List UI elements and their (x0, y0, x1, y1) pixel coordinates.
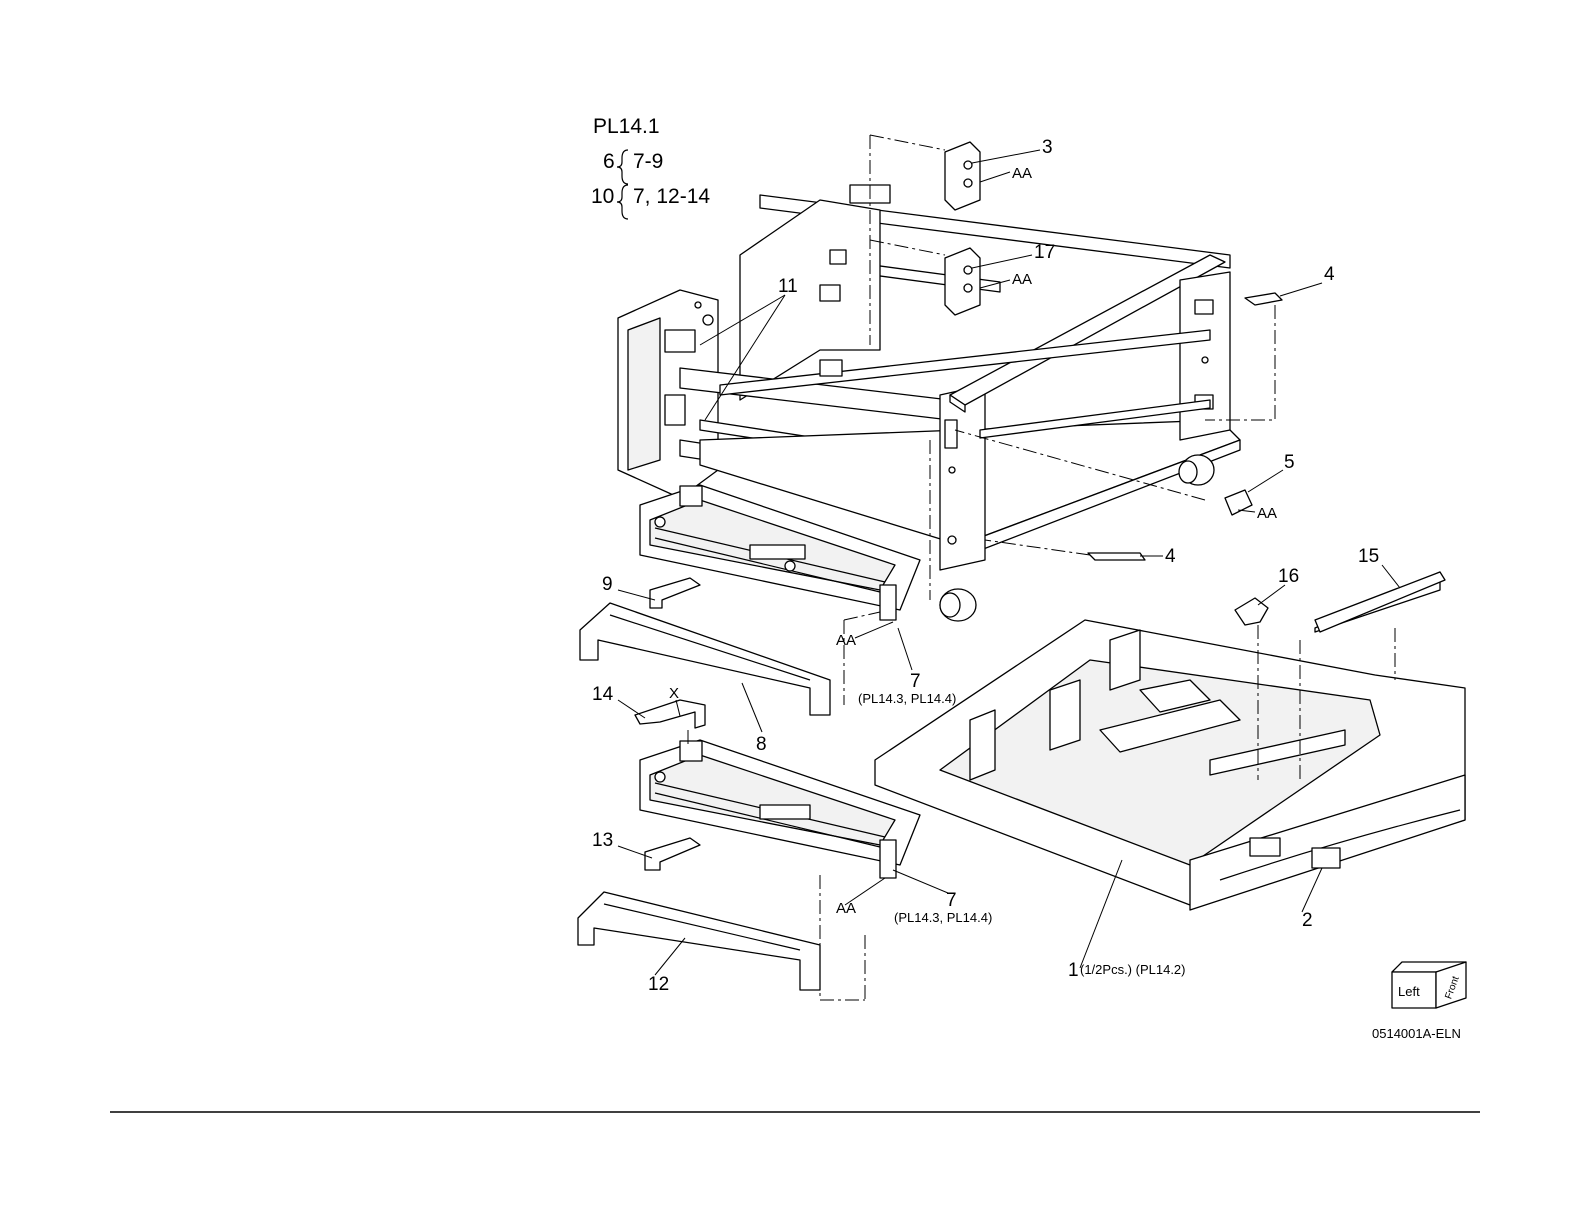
bracket-13 (645, 838, 700, 870)
kit-parent: 6 (603, 150, 615, 173)
connector-label-aa: AA (1012, 165, 1032, 182)
bracket-14 (635, 700, 705, 728)
callout-4-bottom: 4 (1165, 546, 1176, 567)
bracket-4-top (1245, 293, 1282, 305)
cover-8 (580, 603, 830, 715)
connector-label-aa: AA (1012, 271, 1032, 288)
callout-1-note: (1/2Pcs.) (PL14.2) (1080, 962, 1186, 977)
connector-label-aa: AA (1257, 505, 1277, 522)
callout-16: 16 (1278, 566, 1299, 587)
bracket-9 (650, 578, 700, 608)
callout-12: 12 (648, 974, 669, 995)
callout-8: 8 (756, 734, 767, 755)
caster (940, 589, 976, 621)
kit-children: 7, 12-14 (633, 185, 710, 208)
callout-7-upper: 7 (910, 671, 921, 692)
callout-13: 13 (592, 830, 613, 851)
figure-id: 0514001A-ELN (1372, 1026, 1461, 1041)
callout-4-top: 4 (1324, 264, 1335, 285)
callout-2: 2 (1302, 910, 1313, 931)
bracket-4-bottom (1088, 553, 1145, 560)
connector-17 (945, 248, 980, 315)
callout-3: 3 (1042, 137, 1053, 158)
x-mark: X (669, 685, 679, 702)
callout-7-lower: 7 (946, 890, 957, 911)
connector-label-aa: AA (836, 900, 856, 917)
callout-5: 5 (1284, 452, 1295, 473)
callout-11: 11 (778, 276, 798, 297)
kit-brace (617, 150, 628, 184)
orientation-cube-icon: Left Front (1392, 962, 1466, 1008)
callout-15: 15 (1358, 546, 1379, 567)
kit-children: 7-9 (633, 150, 663, 173)
callout-7-upper-ref: (PL14.3, PL14.4) (858, 691, 956, 706)
callout-1: 1 (1068, 960, 1079, 981)
orientation-left: Left (1398, 984, 1420, 999)
kit-parent: 10 (591, 185, 614, 208)
plate-number: PL14.1 (593, 115, 660, 138)
clip-16 (1235, 598, 1268, 625)
label-2 (1312, 848, 1340, 868)
callout-14: 14 (592, 684, 614, 705)
kit-line-2: 10 7, 12-14 (591, 185, 710, 219)
callout-9: 9 (602, 574, 613, 595)
cover-12 (578, 892, 820, 990)
kit-line-1: 6 7-9 (603, 150, 663, 184)
label-15-face (1315, 572, 1445, 632)
callout-7-lower-ref: (PL14.3, PL14.4) (894, 910, 992, 925)
connector-label-aa: AA (836, 632, 856, 649)
callout-17: 17 (1034, 242, 1055, 263)
connector-3 (945, 142, 980, 210)
kit-brace (617, 185, 628, 219)
paper-tray (875, 620, 1465, 910)
